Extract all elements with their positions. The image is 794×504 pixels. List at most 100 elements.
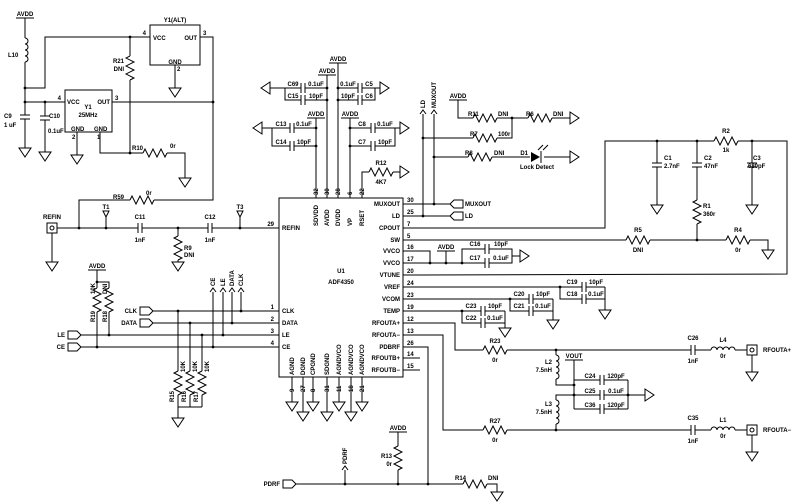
junction-dot	[314, 126, 318, 130]
test-point-icon	[102, 210, 110, 219]
components-r14-value-label: DNI	[488, 476, 499, 482]
gap	[301, 82, 305, 94]
crystal-pins-out-label: OUT	[184, 36, 197, 42]
ground-icon	[546, 319, 560, 330]
junction-dot	[460, 309, 464, 313]
components-c24-value-label: 120pF	[607, 374, 625, 380]
ic-pins-bottom-2-name-label: CPGND	[311, 353, 317, 375]
ic-pins-top-2-num-label: 28	[336, 188, 342, 195]
ic-pins-right-9-name-label: TEMP	[383, 309, 400, 315]
components-c5-ref-label: C5	[365, 82, 373, 88]
components-c20-ref-label: C20	[513, 292, 525, 298]
ports-le-label: LE	[57, 333, 65, 339]
crystal-pins-out-label: OUT	[97, 100, 110, 106]
gap	[138, 222, 142, 234]
components-r18-value-label: DNI	[103, 283, 109, 294]
components-r11-value-label: DNI	[498, 112, 509, 118]
junction-dot	[95, 280, 99, 284]
inductor-icon	[24, 37, 29, 63]
components-c21-value-label: 0.1uF	[535, 304, 551, 310]
ic-pins-top-4-num-label: 22	[360, 188, 366, 195]
capacitor-icon	[528, 294, 534, 304]
ic-pins-top-0-num-label: 32	[314, 188, 320, 195]
port-connector-icon	[449, 211, 464, 221]
ic-pins-top-2-name-label: DVDD	[336, 208, 342, 226]
components-r23-value-label: 0r	[492, 358, 498, 364]
ic-pins-bottom-3-name-label: SDGND	[325, 353, 331, 375]
components-r27-value-label: 0r	[492, 438, 498, 444]
ground-icon	[399, 165, 410, 179]
components-r4-value-label: 0r	[735, 248, 741, 254]
ground-icon	[569, 150, 580, 164]
components-t3-ref-label: T3	[236, 205, 244, 211]
ic-pins-left-4-num-label: 4	[271, 341, 275, 347]
gap	[529, 305, 533, 317]
components-c8-ref-label: C8	[358, 122, 366, 128]
components-c22-value-label: 0.1uF	[487, 316, 503, 322]
capacitor-icon	[690, 425, 696, 435]
net-arrow-icon	[228, 287, 236, 293]
gap	[485, 243, 489, 255]
led-icon	[531, 152, 540, 162]
components-c1-ref-label: C1	[664, 156, 672, 162]
components-c9-ref-label: C9	[4, 114, 12, 120]
ic-pins-top-3-num-label: 6	[348, 191, 354, 195]
resistor-icon	[725, 234, 751, 246]
resistor-icon	[392, 445, 404, 471]
junction-dot	[655, 139, 659, 143]
capacitor-icon	[652, 162, 662, 168]
components-y1-value-label: 25MHz	[78, 113, 97, 119]
components-c12-value-label: 1nF	[205, 238, 216, 244]
ground-icon	[320, 411, 334, 422]
capacitor-icon	[289, 123, 295, 133]
ic-pins-right-10-num-label: 12	[407, 317, 414, 323]
components-c19-value-label: 10pF	[589, 280, 603, 286]
components-c36-value-label: 120pF	[607, 403, 625, 409]
ground-icon	[355, 401, 369, 412]
components-r15-ref-label: R15	[170, 390, 176, 402]
components-r16-value-label: 10K	[193, 360, 199, 372]
gap	[208, 222, 212, 234]
ic-pins-right-8-num-label: 23	[407, 293, 414, 299]
components-c18-value-label: 0.1uF	[588, 292, 604, 298]
power-avdd-label: AVDD	[390, 426, 407, 432]
net-arrow-icon	[237, 287, 245, 293]
ic-pins-left-2-name-label: DATA	[282, 321, 298, 327]
port-connector-icon	[67, 342, 82, 352]
ports-ce-label: CE	[57, 345, 65, 351]
port-connector-icon	[282, 479, 297, 489]
components-d1-value-label: Lock Detect	[520, 165, 554, 171]
ic-pins-bottom-5-num-label: 18	[349, 385, 355, 392]
resistor-icon	[368, 166, 394, 178]
gap	[691, 163, 703, 167]
components-y1alt-pin-out-label: 3	[203, 31, 207, 37]
components-r14-ref-label: R14	[455, 476, 467, 482]
inductor-icon	[555, 399, 560, 425]
components-c8-value-label: 0.1uF	[377, 122, 393, 128]
components-l1-ref-label: L1	[719, 418, 727, 424]
ground-icon	[745, 204, 759, 215]
port-connector-icon	[449, 199, 464, 209]
capacitor-icon	[581, 282, 587, 292]
components-r21-ref-label: R21	[113, 59, 125, 65]
components-r21-value-label: DNI	[114, 67, 125, 73]
components-c15-value-label: 10pF	[309, 94, 323, 100]
components-r10-value-label: 0r	[170, 144, 176, 150]
gap	[290, 122, 294, 134]
gap	[691, 344, 695, 356]
gap	[582, 281, 586, 293]
nets-ce-label: CE	[211, 278, 217, 286]
components-y1-pin-gnd-a-label: 2	[72, 135, 76, 141]
ic-pins-right-9-num-label: 19	[407, 305, 414, 311]
components-c18-ref-label: C18	[566, 292, 578, 298]
components-c19-ref-label: C19	[566, 280, 578, 286]
ic-pins-top-1-name-label: AVDD	[325, 209, 331, 226]
gap	[529, 293, 533, 305]
components-y1alt-ref-label: Y1(ALT)	[164, 18, 187, 24]
capacitor-icon	[300, 83, 306, 93]
junction-dot	[348, 126, 352, 130]
components-c10-ref-label: C10	[49, 114, 61, 120]
junction-dot	[336, 98, 340, 102]
gap	[600, 389, 604, 401]
components-c2-value-label: 47nF	[704, 164, 718, 170]
